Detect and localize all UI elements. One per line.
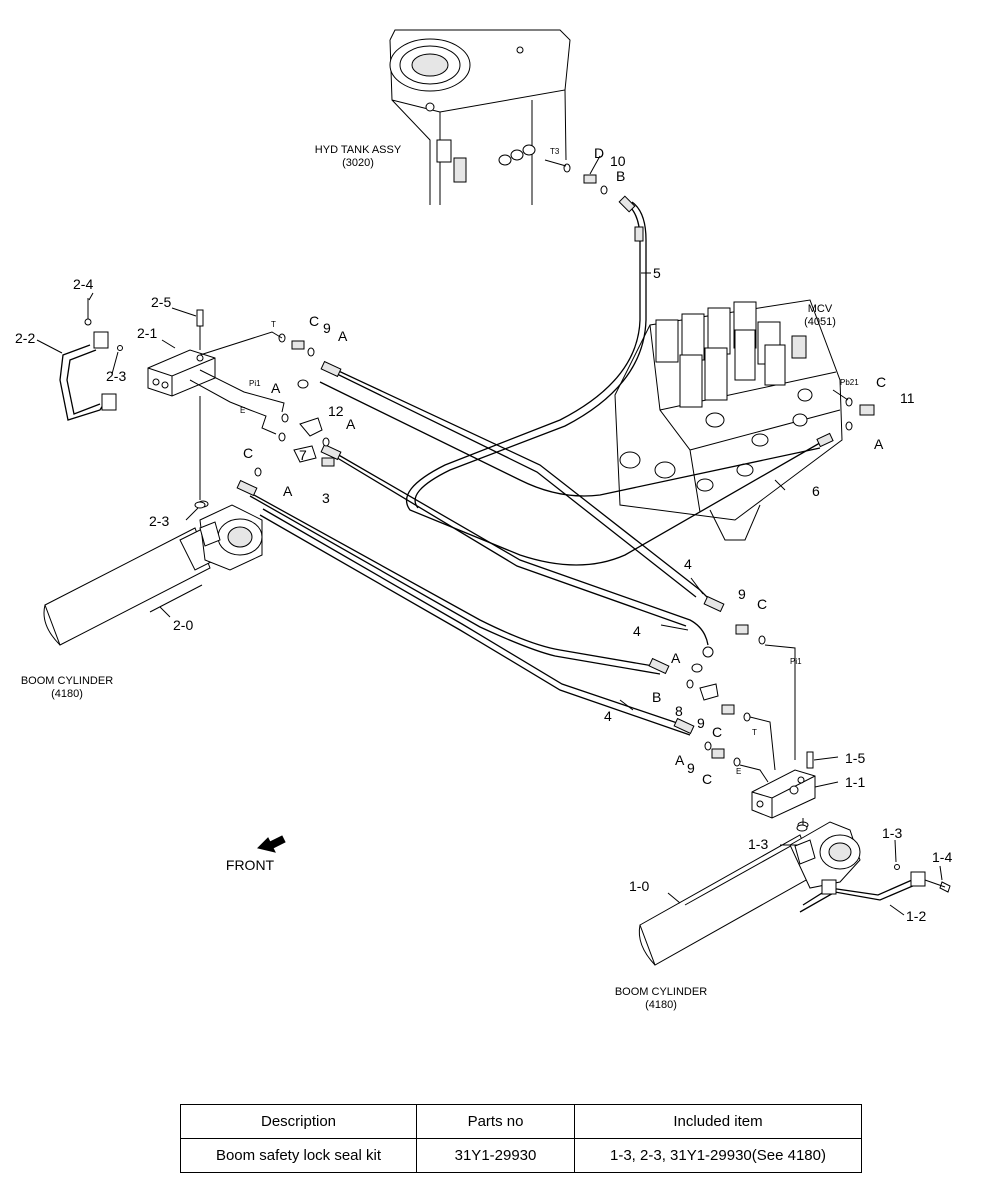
callout: 7 (299, 447, 307, 463)
port-label: Pi1 (249, 379, 261, 388)
table-row: Boom safety lock seal kit 31Y1-29930 1-3… (180, 1138, 862, 1173)
callout: 1-3 (748, 836, 768, 852)
callout: A (283, 483, 293, 499)
boom-cylinder-left-ref: (4180) (51, 688, 83, 700)
callout: 2-3 (149, 513, 169, 529)
callout: 9 (738, 586, 746, 602)
hyd-tank-label: HYD TANK ASSY (315, 144, 402, 156)
boom-cylinder-left-drawing (43, 500, 263, 646)
callout: C (876, 374, 886, 390)
hyd-tank-drawing (389, 29, 571, 205)
callout: 4 (684, 556, 692, 572)
port-label: Pb21 (840, 378, 859, 387)
callout: 8 (675, 703, 683, 719)
callout: C (243, 445, 253, 461)
callout: A (675, 752, 685, 768)
callout: A (671, 650, 681, 666)
callout: A (271, 380, 281, 396)
callout: 1-4 (932, 849, 952, 865)
port-label: T3 (550, 147, 560, 156)
callout: 9 (697, 715, 705, 731)
callout: B (616, 168, 625, 184)
table-header-row: Description Parts no Included item (180, 1104, 862, 1139)
callout: C (702, 771, 712, 787)
callout: 12 (328, 403, 344, 419)
callout: A (346, 416, 356, 432)
callout: 1-1 (845, 774, 865, 790)
parts-table: Description Parts no Included item Boom … (180, 1104, 862, 1173)
callout: 2-1 (137, 325, 157, 341)
callout: C (757, 596, 767, 612)
table-cell: 1-3, 2-3, 31Y1-29930(See 4180) (574, 1138, 862, 1173)
port-label: Pi1 (790, 657, 802, 666)
fittings-and-orings (194, 163, 951, 893)
callout: 2-3 (106, 368, 126, 384)
callout: 5 (653, 265, 661, 281)
lock-valve-right-drawing (751, 751, 816, 830)
leader-lines (36, 155, 943, 916)
hyd-tank-ref: (3020) (342, 157, 374, 169)
mcv-drawing (614, 299, 843, 541)
callout: C (309, 313, 319, 329)
callout: 2-2 (15, 330, 35, 346)
port-label: E (736, 767, 741, 776)
callout: 1-3 (882, 825, 902, 841)
callout: B (652, 689, 661, 705)
callout: 2-5 (151, 294, 171, 310)
boom-cylinder-right-drawing (638, 821, 926, 966)
callout: C (712, 724, 722, 740)
callout: 4 (604, 708, 612, 724)
callout: 2-0 (173, 617, 193, 633)
callout: 2-4 (73, 276, 93, 292)
table-cell: Boom safety lock seal kit (180, 1138, 417, 1173)
column-header: Included item (574, 1104, 862, 1139)
front-arrow-icon (257, 835, 286, 853)
callout: A (874, 436, 884, 452)
hoses (236, 195, 834, 736)
port-label: T (752, 728, 757, 737)
callout: 4 (633, 623, 641, 639)
mcv-ref: (4051) (804, 316, 836, 328)
callout: 10 (610, 153, 626, 169)
callout: 1-2 (906, 908, 926, 924)
callout: 9 (323, 320, 331, 336)
boom-cylinder-right-label: BOOM CYLINDER (615, 986, 707, 998)
mcv-label: MCV (808, 303, 833, 315)
column-header: Description (180, 1104, 417, 1139)
callout: 11 (900, 390, 915, 406)
hydraulic-piping-diagram: HYD TANK ASSY (3020) MCV (4051) BOOM CYL… (15, 29, 952, 1011)
front-label: FRONT (226, 857, 275, 873)
boom-cylinder-left-label: BOOM CYLINDER (21, 675, 113, 687)
boom-cylinder-right-ref: (4180) (645, 999, 677, 1011)
table-cell: 31Y1-29930 (416, 1138, 575, 1173)
callout: 1-0 (629, 878, 649, 894)
port-label: E (240, 406, 245, 415)
callout: A (338, 328, 348, 344)
callout: 1-5 (845, 750, 865, 766)
callout: 6 (812, 483, 820, 499)
column-header: Parts no (416, 1104, 575, 1139)
callout: D (594, 145, 604, 161)
callout: 3 (322, 490, 330, 506)
callout: 9 (687, 760, 695, 776)
port-label: T (271, 320, 276, 329)
